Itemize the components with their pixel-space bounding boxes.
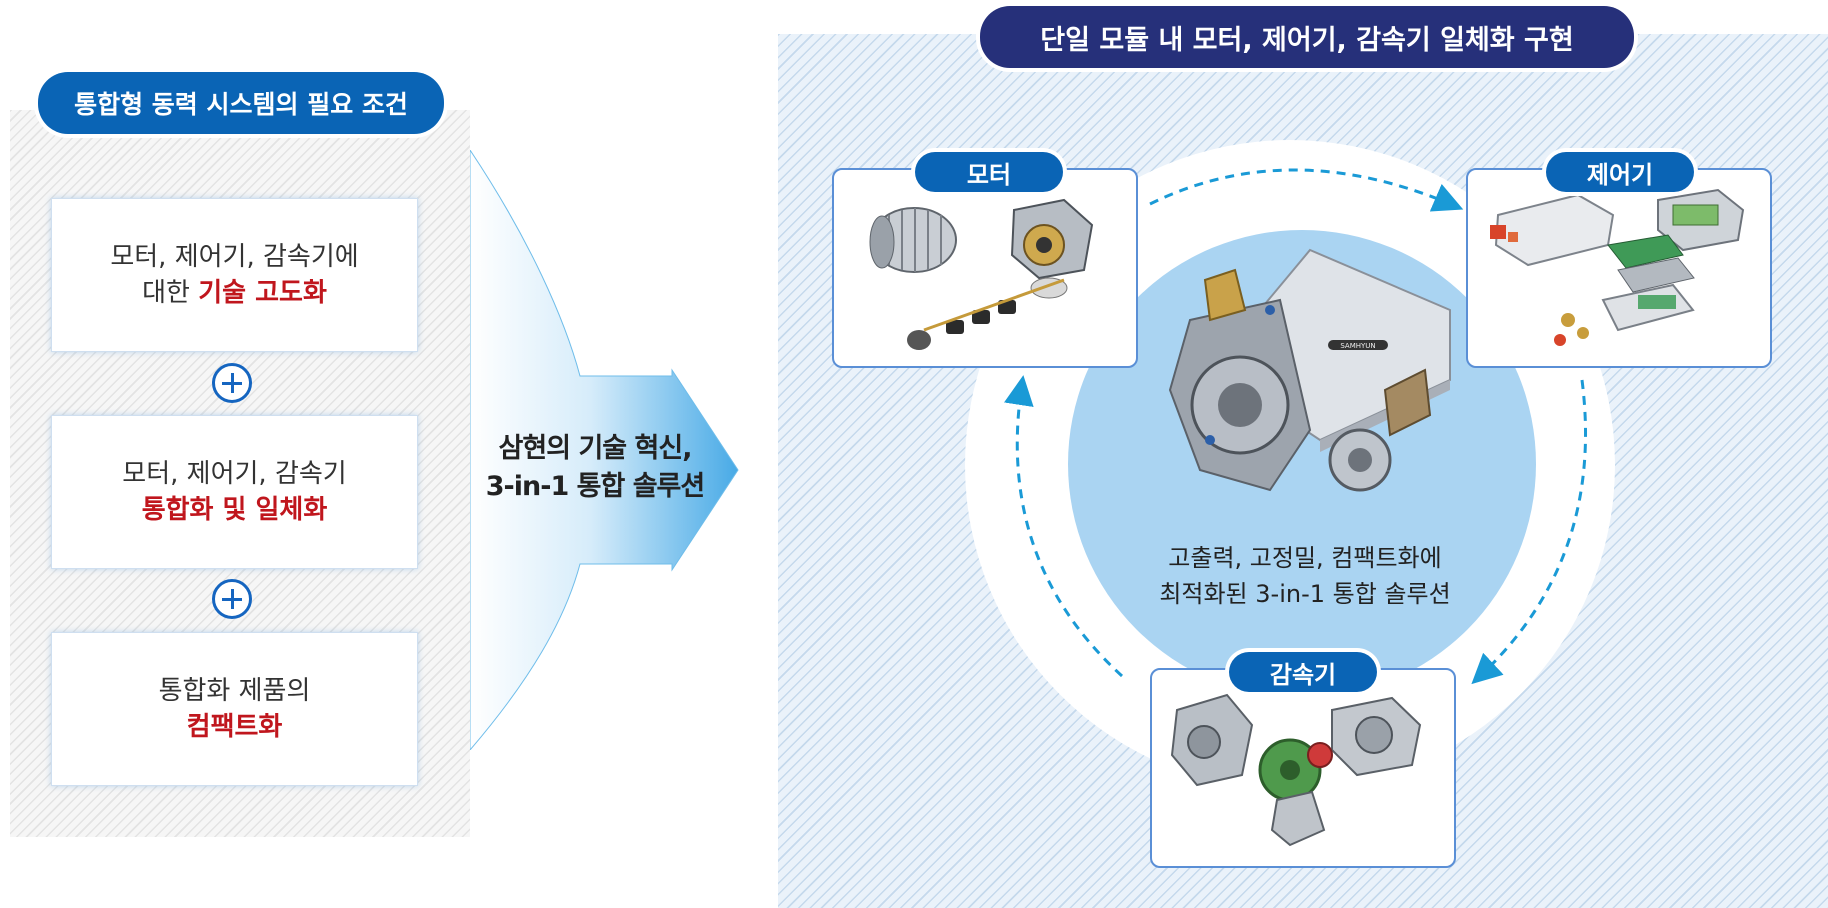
reducer-label: 감속기 bbox=[1229, 652, 1377, 692]
center-line1: 고출력, 고정밀, 컴팩트화에 bbox=[1168, 544, 1442, 572]
dashed-arrow-controller-to-reducer bbox=[1471, 379, 1588, 685]
condition-highlight: 통합화 및 일체화 bbox=[141, 495, 328, 525]
condition-line2: 대한 기술 고도화 bbox=[142, 275, 327, 311]
center-caption: 고출력, 고정밀, 컴팩트화에 최적화된 3-in-1 통합 솔루션 bbox=[1100, 540, 1510, 612]
product-brand-text: SAMHYUN bbox=[1340, 342, 1375, 350]
motor-box bbox=[832, 168, 1138, 368]
condition-prefix: 대한 bbox=[142, 278, 199, 308]
controller-image bbox=[1490, 188, 1745, 346]
dashed-arrow-reducer-to-motor bbox=[1003, 375, 1124, 678]
condition-line1: 모터, 제어기, 감속기에 bbox=[110, 242, 359, 272]
arrow-line1: 삼현의 기술 혁신, bbox=[498, 433, 693, 464]
condition-box-integration: 모터, 제어기, 감속기 통합화 및 일체화 bbox=[51, 415, 418, 569]
controller-label: 제어기 bbox=[1546, 152, 1694, 192]
dashed-arrow-motor-to-controller bbox=[1149, 168, 1464, 212]
condition-box-compact: 통합화 제품의 컴팩트화 bbox=[51, 632, 418, 786]
condition-highlight: 컴팩트화 bbox=[186, 712, 283, 742]
arrow-line2: 3-in-1 통합 솔루션 bbox=[485, 471, 705, 502]
motor-image bbox=[869, 198, 1094, 350]
condition-box-tech: 모터, 제어기, 감속기에 대한 기술 고도화 bbox=[51, 198, 418, 352]
arrow-caption: 삼현의 기술 혁신, 3-in-1 통합 솔루션 bbox=[470, 430, 720, 506]
condition-line2: 컴팩트화 bbox=[187, 709, 283, 745]
integration-title: 단일 모듈 내 모터, 제어기, 감속기 일체화 구현 bbox=[980, 6, 1634, 68]
transition-arrow bbox=[470, 150, 739, 750]
motor-label: 모터 bbox=[915, 152, 1063, 192]
ev-drive-unit-image: SAMHYUN bbox=[1168, 248, 1451, 492]
condition-line1: 통합화 제품의 bbox=[158, 676, 311, 706]
condition-line1: 모터, 제어기, 감속기 bbox=[122, 459, 347, 489]
reducer-image bbox=[1170, 693, 1422, 847]
plus-icon bbox=[212, 363, 252, 403]
reducer-box bbox=[1150, 668, 1456, 868]
condition-line2: 통합화 및 일체화 bbox=[142, 492, 328, 528]
plus-icon bbox=[212, 579, 252, 619]
controller-box bbox=[1466, 168, 1772, 368]
requirements-title: 통합형 동력 시스템의 필요 조건 bbox=[38, 72, 444, 134]
center-line2: 최적화된 3-in-1 통합 솔루션 bbox=[1159, 580, 1451, 608]
condition-highlight: 기술 고도화 bbox=[198, 278, 327, 308]
